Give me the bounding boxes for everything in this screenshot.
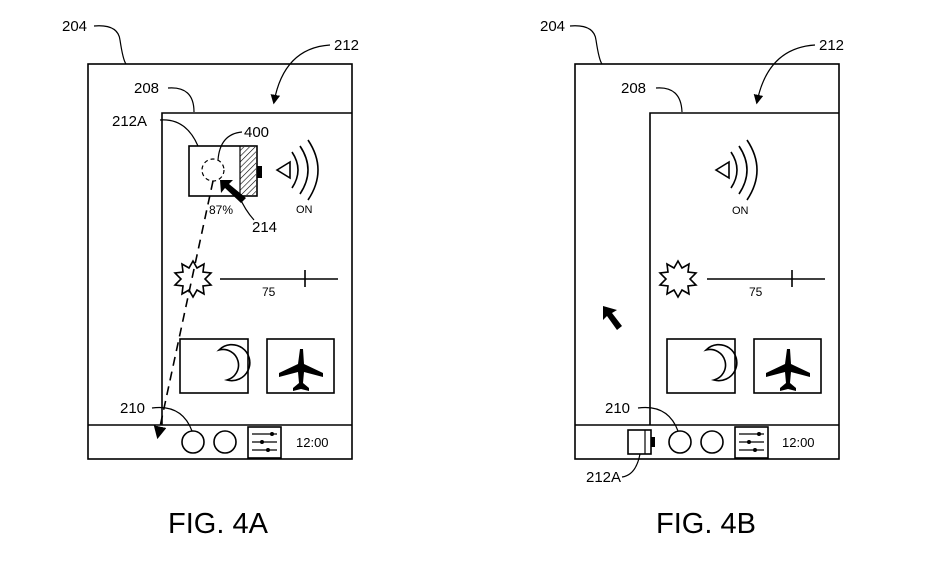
ref-window: 212 xyxy=(819,37,844,54)
airplane-icon xyxy=(766,349,810,391)
drag-path-arrow xyxy=(153,180,214,440)
taskbar-app-2[interactable] xyxy=(213,430,237,454)
do-not-disturb-button[interactable] xyxy=(179,338,251,394)
settings-icon[interactable] xyxy=(247,426,282,459)
sun-icon xyxy=(173,259,213,299)
ref-device: 204 xyxy=(540,18,565,35)
brightness-value-label: 75 xyxy=(749,285,763,299)
clock-label: 12:00 xyxy=(782,435,815,450)
figure-caption: FIG. 4B xyxy=(656,508,756,540)
quick-settings-panel xyxy=(649,112,839,425)
battery-icon[interactable] xyxy=(188,145,262,197)
do-not-disturb-button[interactable] xyxy=(666,338,738,394)
ref-touch-point: 400 xyxy=(244,124,269,141)
figure-4a: 87% ON 75 xyxy=(62,18,359,540)
moon-icon xyxy=(703,343,738,382)
device-frame xyxy=(87,63,353,460)
airplane-mode-button[interactable] xyxy=(266,338,335,394)
brightness-value-label: 75 xyxy=(262,285,276,299)
device-frame xyxy=(574,63,840,460)
battery-percent-label: 87% xyxy=(209,203,233,217)
taskbar-app-1[interactable] xyxy=(668,430,692,454)
wireless-icon[interactable] xyxy=(275,139,319,201)
ref-panel: 208 xyxy=(134,80,159,97)
sun-icon xyxy=(658,259,698,299)
wireless-icon[interactable] xyxy=(714,139,758,201)
ref-window: 212 xyxy=(334,37,359,54)
ref-panel: 208 xyxy=(621,80,646,97)
ref-battery-item: 212A xyxy=(112,113,147,130)
ref-battery-item: 212A xyxy=(586,469,621,486)
wireless-status-label: ON xyxy=(732,205,749,217)
ref-taskbar: 210 xyxy=(120,400,145,417)
quick-settings-panel xyxy=(161,112,352,425)
clock-label: 12:00 xyxy=(296,435,329,450)
battery-icon[interactable] xyxy=(627,429,655,455)
ref-device: 204 xyxy=(62,18,87,35)
ref-taskbar: 210 xyxy=(605,400,630,417)
cursor-icon xyxy=(603,306,622,330)
taskbar-app-2[interactable] xyxy=(700,430,724,454)
wireless-status-label: ON xyxy=(296,204,313,216)
touch-point-indicator xyxy=(201,158,225,182)
moon-icon xyxy=(216,343,251,382)
settings-icon[interactable] xyxy=(734,426,769,459)
figure-4b: ON 75 xyxy=(540,18,844,540)
figure-caption: FIG. 4A xyxy=(168,508,269,540)
taskbar-app-1[interactable] xyxy=(181,430,205,454)
ref-cursor: 214 xyxy=(252,219,277,236)
airplane-icon xyxy=(279,349,323,391)
airplane-mode-button[interactable] xyxy=(753,338,822,394)
